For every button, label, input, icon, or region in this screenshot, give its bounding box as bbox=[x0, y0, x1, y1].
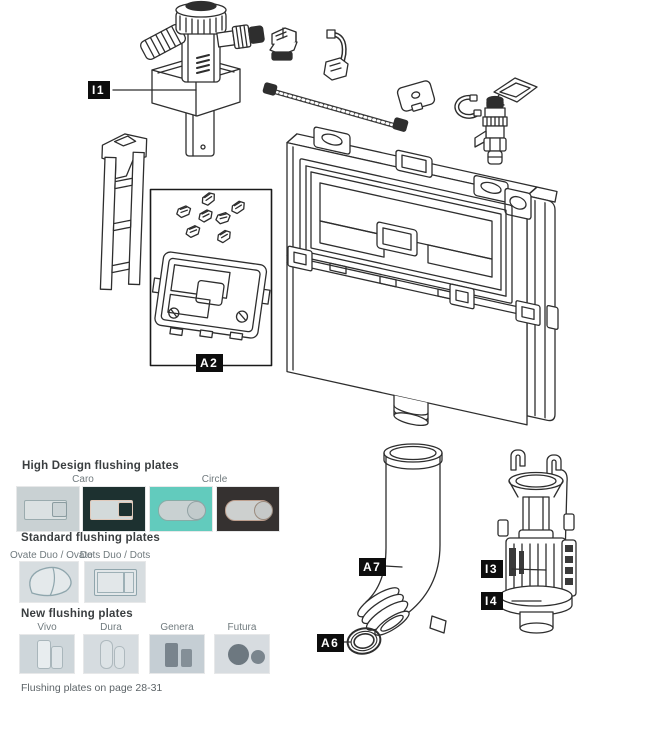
retaining-clip-drawing bbox=[454, 94, 482, 119]
small-clip-a-drawing bbox=[269, 27, 298, 61]
stop-valve-drawing bbox=[474, 95, 508, 165]
flush-valve-drawing bbox=[497, 449, 577, 634]
plate-small-button-shape bbox=[51, 646, 63, 669]
plate-small-button-shape bbox=[187, 501, 206, 520]
plate-thumbnail-dots bbox=[85, 562, 145, 602]
plate-frame-shape bbox=[94, 569, 137, 596]
plate-small-button-shape bbox=[114, 646, 125, 669]
plate-button-shape bbox=[165, 643, 178, 667]
part-label-a6: A6 bbox=[317, 634, 345, 652]
section-heading-standard: Standard flushing plates bbox=[21, 532, 160, 544]
ovate-shape bbox=[29, 566, 72, 597]
plate-thumbnail-vivo bbox=[20, 635, 74, 673]
braided-hose-drawing bbox=[262, 82, 409, 132]
plate-small-button-shape bbox=[52, 502, 67, 517]
part-label-a7: A7 bbox=[359, 558, 387, 576]
plate-thumbnail-ovate bbox=[20, 562, 78, 602]
actuator-frame-kit-drawing bbox=[149, 188, 273, 367]
plates-footer-note: Flushing plates on page 28-31 bbox=[21, 682, 163, 694]
model-label-genera: Genera bbox=[160, 622, 194, 633]
plate-thumbnail-dura bbox=[84, 635, 138, 673]
part-label-i1: I1 bbox=[88, 81, 111, 99]
part-label-a2: A2 bbox=[196, 354, 224, 372]
model-label-ovate: Ovate Duo / Ovate bbox=[10, 550, 93, 561]
seal-ring-drawing bbox=[346, 627, 382, 655]
cover-plate-drawing bbox=[396, 80, 436, 112]
model-label-dura: Dura bbox=[100, 622, 122, 633]
part-label-i3: I3 bbox=[481, 560, 504, 578]
plate-thumbnail-futura bbox=[215, 635, 269, 673]
plate-small-button-shape bbox=[118, 502, 133, 517]
fill-valve-drawing bbox=[139, 0, 265, 157]
plate-thumbnail-caro-light bbox=[17, 487, 79, 531]
plate-thumbnail-caro-dark bbox=[83, 487, 145, 531]
flush-bend-drawing bbox=[357, 443, 447, 636]
plate-thumbnail-circle-dark bbox=[217, 487, 279, 531]
model-label-dots: Dots Duo / Dots bbox=[79, 550, 151, 561]
plate-small-button-shape bbox=[181, 649, 192, 667]
plate-thumbnail-genera bbox=[150, 635, 204, 673]
mounting-rail-drawing bbox=[99, 133, 148, 291]
plate-button-shape bbox=[100, 640, 113, 669]
plate-button-shape bbox=[228, 644, 249, 665]
model-label-circle: Circle bbox=[201, 474, 228, 485]
part-label-i4: I4 bbox=[481, 592, 504, 610]
model-label-caro: Caro bbox=[72, 474, 94, 485]
plate-small-button-shape bbox=[251, 650, 265, 664]
cistern-drawing bbox=[286, 126, 559, 427]
mounting-frame-drawing bbox=[151, 251, 271, 341]
model-label-vivo: Vivo bbox=[37, 622, 57, 633]
section-heading-new: New flushing plates bbox=[21, 608, 133, 620]
plate-thumbnail-circle-teal bbox=[150, 487, 212, 531]
plate-button-shape bbox=[37, 640, 51, 669]
small-clip-b-drawing bbox=[323, 29, 349, 81]
section-heading-high-design: High Design flushing plates bbox=[22, 460, 179, 472]
plate-small-button-shape bbox=[124, 572, 134, 593]
plate-small-button-shape bbox=[254, 501, 273, 520]
fastener-clips-drawing bbox=[176, 192, 245, 244]
model-label-futura: Futura bbox=[227, 622, 257, 633]
plate-button-shape bbox=[97, 572, 124, 593]
